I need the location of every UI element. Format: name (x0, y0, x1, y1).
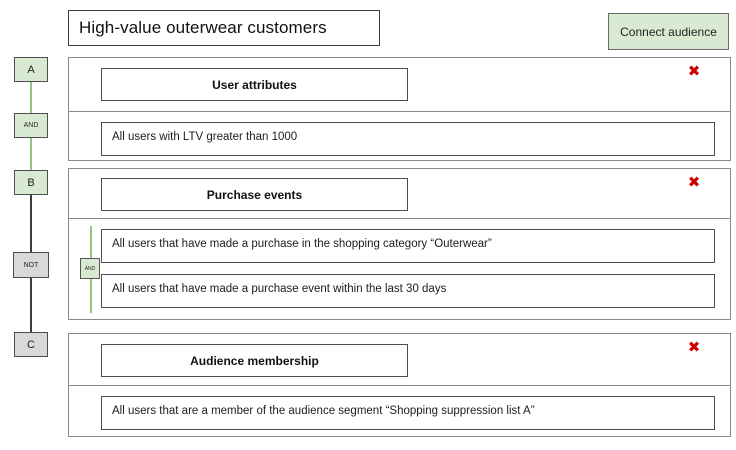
block-purchase-events: Purchase events ✖ AND All users that hav… (68, 168, 731, 320)
divider (69, 111, 730, 112)
and-connector-badge: AND (80, 258, 100, 279)
close-icon: ✖ (687, 337, 701, 356)
close-icon: ✖ (687, 172, 701, 191)
condition-row[interactable]: All users that have made a purchase in t… (101, 229, 715, 263)
segment-title-box[interactable]: High-value outerwear customers (68, 10, 380, 46)
rail-node-c: C (14, 332, 48, 357)
rail-connector-line (30, 138, 32, 170)
remove-block-button[interactable]: ✖ (684, 337, 704, 357)
rail-connector-line (30, 195, 32, 252)
rail-connector-line (30, 278, 32, 332)
condition-row[interactable]: All users with LTV greater than 1000 (101, 122, 715, 156)
divider (69, 218, 730, 219)
close-icon: ✖ (687, 61, 701, 80)
remove-block-button[interactable]: ✖ (684, 172, 704, 192)
divider (69, 385, 730, 386)
rail-node-not: NOT (13, 252, 49, 278)
rail-node-a: A (14, 57, 48, 82)
rail-connector-line (30, 82, 32, 113)
rail-node-and: AND (14, 113, 48, 138)
block-title-box: Purchase events (101, 178, 408, 211)
block-title-box: User attributes (101, 68, 408, 101)
block-title-box: Audience membership (101, 344, 408, 377)
block-user-attributes: User attributes ✖ All users with LTV gre… (68, 57, 731, 161)
block-audience-membership: Audience membership ✖ All users that are… (68, 333, 731, 437)
connect-audience-button[interactable]: Connect audience (608, 13, 729, 50)
remove-block-button[interactable]: ✖ (684, 61, 704, 81)
rail-node-b: B (14, 170, 48, 195)
condition-row[interactable]: All users that are a member of the audie… (101, 396, 715, 430)
condition-row[interactable]: All users that have made a purchase even… (101, 274, 715, 308)
